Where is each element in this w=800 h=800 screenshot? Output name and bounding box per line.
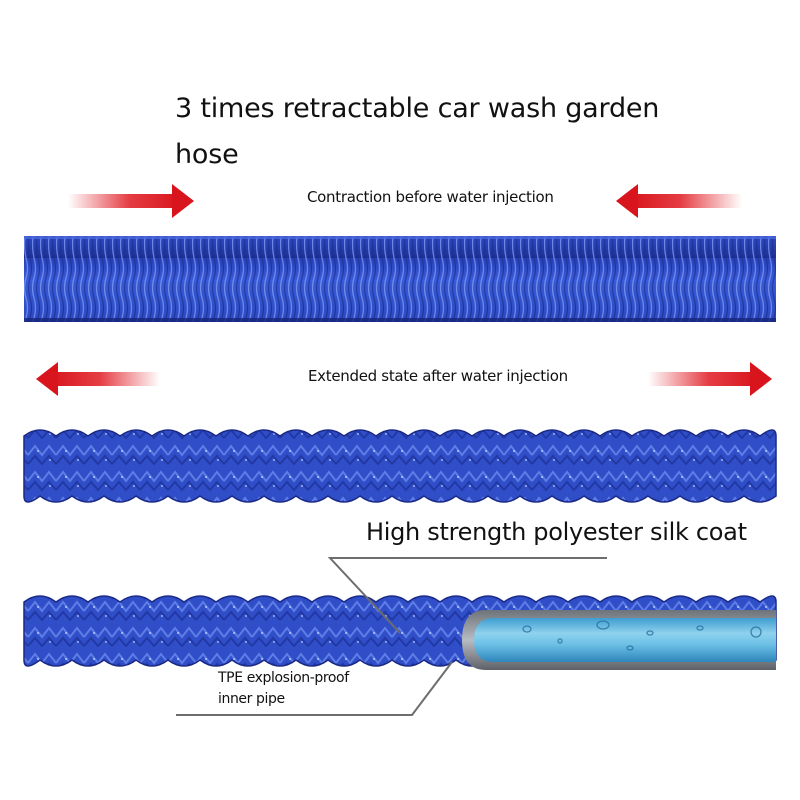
inner-pipe-label: TPE explosion-proof inner pipe bbox=[218, 668, 349, 710]
inner-pipe-label-line2: inner pipe bbox=[218, 691, 285, 707]
inner-pipe-label-line1: TPE explosion-proof bbox=[218, 670, 349, 686]
page-title: 3 times retractable car wash garden hose bbox=[175, 93, 660, 170]
arrow-left-icon bbox=[616, 184, 742, 218]
extended-caption: Extended state after water injection bbox=[308, 367, 568, 385]
inner-pipe bbox=[462, 610, 776, 670]
outer-coat-label: High strength polyester silk coat bbox=[366, 518, 747, 546]
contracted-caption: Contraction before water injection bbox=[307, 188, 554, 206]
arrow-right-icon bbox=[68, 184, 194, 218]
contracted-hose bbox=[24, 236, 776, 322]
arrow-right-icon bbox=[648, 362, 772, 396]
arrow-left-icon bbox=[36, 362, 160, 396]
extended-hose bbox=[23, 429, 777, 503]
leader-line-coat bbox=[327, 557, 607, 634]
leader-line-inner-pipe bbox=[176, 661, 453, 716]
